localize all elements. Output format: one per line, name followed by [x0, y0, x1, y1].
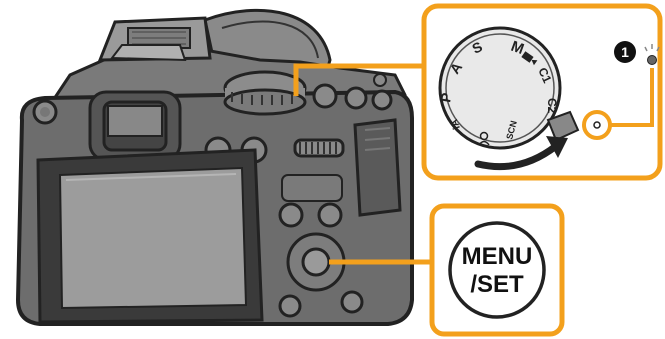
camera-body: [18, 10, 412, 324]
mode-dial-large: [440, 28, 560, 148]
accessory-shoe: [112, 45, 185, 60]
menu-set-label-line2: /SET: [470, 271, 524, 298]
thumb-grip: [355, 120, 400, 215]
fn-button: [319, 204, 341, 226]
q-menu-button: [280, 204, 302, 226]
menu-set-button-large: [450, 223, 544, 317]
display-button: [280, 296, 300, 316]
delete-button: [342, 292, 362, 312]
status-lamp: [648, 56, 657, 65]
dial-label-c2: C2: [545, 98, 559, 114]
shutter-button: [314, 85, 336, 107]
lcd-screen: [60, 168, 246, 308]
body-menu-set-button: [303, 249, 329, 275]
callout-number: 1: [621, 44, 629, 60]
menu-set-label-line1: MENU: [462, 243, 533, 270]
top-button: [346, 88, 366, 108]
side-strip: [282, 175, 342, 201]
